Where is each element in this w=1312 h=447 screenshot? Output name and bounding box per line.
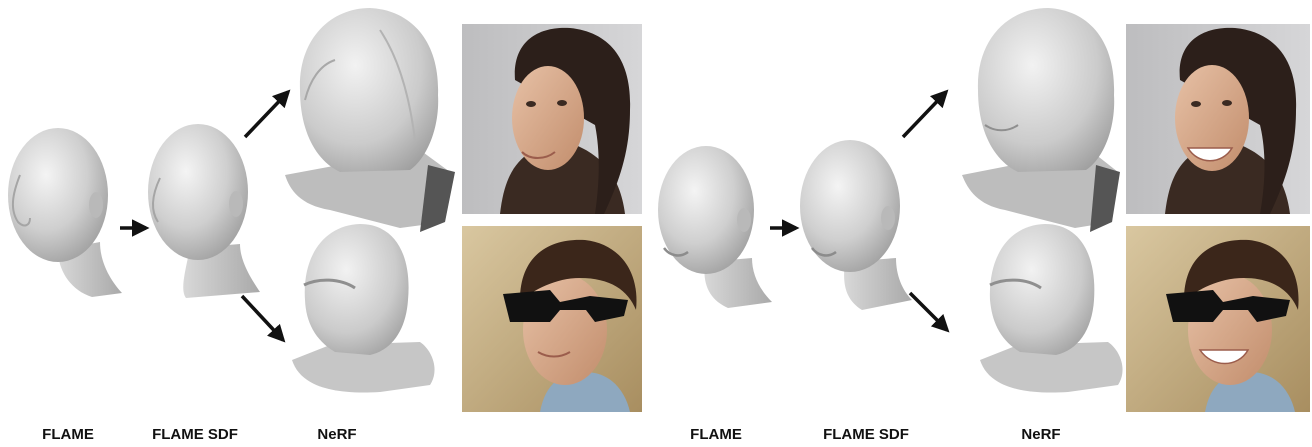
nerf-mesh-top-2 [962,8,1120,232]
nerf-mesh-bottom-1 [292,224,435,393]
photo-woman-neutral [462,24,642,214]
photo-man-smiling [1126,226,1310,412]
arrow-sdf-to-nerf-top-2 [903,92,946,137]
label-nerf-1: NeRF [317,426,356,443]
label-nerf-2: NeRF [1021,426,1060,443]
label-flame-sdf-2: FLAME SDF [823,426,909,443]
label-flame-2: FLAME [690,426,742,443]
photo-woman-smiling [1126,24,1310,214]
flame-head-1 [8,128,122,297]
photo-man-neutral [462,226,642,412]
arrow-sdf-to-nerf-top-1 [245,92,288,137]
flame-sdf-head-1 [148,124,260,298]
nerf-mesh-bottom-2 [980,224,1123,393]
flame-head-2 [658,146,772,308]
label-flame-sdf-1: FLAME SDF [152,426,238,443]
flame-sdf-head-2 [800,140,912,310]
nerf-mesh-top-1 [285,8,455,232]
arrow-sdf-to-nerf-bottom-2 [910,293,947,330]
arrow-sdf-to-nerf-bottom-1 [242,296,283,340]
label-flame-1: FLAME [42,426,94,443]
